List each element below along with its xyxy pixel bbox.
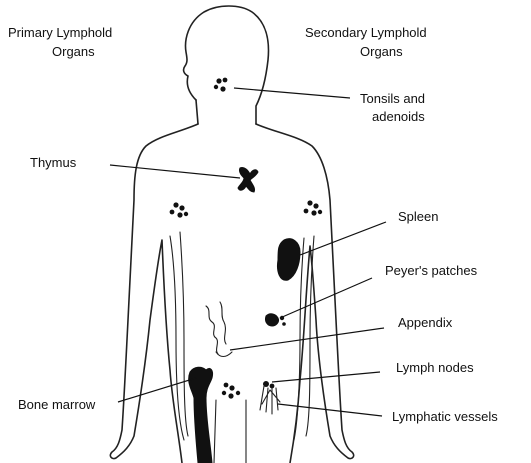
bone-marrow-icon [189,367,213,463]
label-thymus: Thymus [30,155,77,170]
label-lymphatic-vessels: Lymphatic vessels [392,409,498,424]
thymus-icon [238,167,258,192]
label-tonsils-line2: adenoids [372,109,425,124]
axillary-lymph-nodes-left [170,202,189,217]
neck-left [196,100,198,124]
axillary-lymph-nodes-right [304,200,323,215]
left-inner-arm-2 [180,232,188,436]
right-side-outline [256,124,354,463]
leader-peyers [280,278,372,318]
secondary-heading-line2: Organs [360,44,403,59]
leader-thymus [110,165,240,178]
appendix-icon [216,352,232,357]
primary-heading-line1: Primary Lymphold [8,25,112,40]
intestine-icon [206,302,226,354]
label-spleen: Spleen [398,209,438,224]
spleen-icon [277,239,300,281]
leg-inner-left [214,400,216,463]
secondary-heading-line1: Secondary Lymphold [305,25,427,40]
inguinal-lymph-nodes [222,383,240,399]
primary-heading-line2: Organs [52,44,95,59]
label-bone-marrow: Bone marrow [18,397,96,412]
leader-spleen [300,222,386,255]
leader-lines [110,88,386,416]
label-lymph-nodes: Lymph nodes [396,360,474,375]
lymphatic-vessels-icon [260,381,280,414]
label-appendix: Appendix [398,315,453,330]
tonsils-adenoids-icon [214,78,228,92]
leader-appendix [230,328,384,350]
leader-lymphatic-vessels [278,404,382,416]
leader-tonsils [234,88,350,98]
leader-lymph-nodes [272,372,380,382]
peyers-patches-icon [265,314,285,326]
label-tonsils-line1: Tonsils and [360,91,425,106]
label-peyers-patches: Peyer's patches [385,263,478,278]
